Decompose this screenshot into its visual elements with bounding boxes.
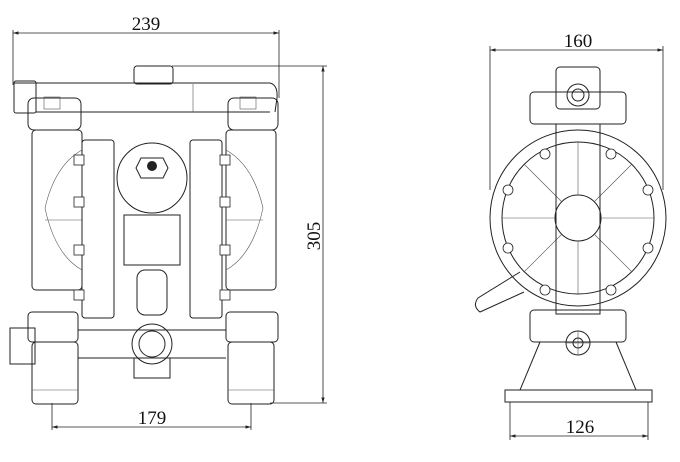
dimension-depth-160: 160 bbox=[489, 31, 664, 190]
dimension-label: 305 bbox=[304, 222, 325, 251]
dimension-label: 126 bbox=[566, 417, 595, 438]
dimension-label: 179 bbox=[138, 408, 167, 429]
dimension-width-239: 239 bbox=[12, 14, 280, 98]
side-view: 160 126 bbox=[474, 31, 667, 440]
dimension-height-305: 305 bbox=[172, 65, 327, 404]
front-view: 239 305 179 bbox=[9, 14, 327, 430]
dimension-base-126: 126 bbox=[509, 402, 649, 440]
dimension-foot-spacing-179: 179 bbox=[51, 403, 252, 430]
dimension-label: 239 bbox=[132, 14, 161, 35]
dimension-label: 160 bbox=[564, 31, 593, 52]
